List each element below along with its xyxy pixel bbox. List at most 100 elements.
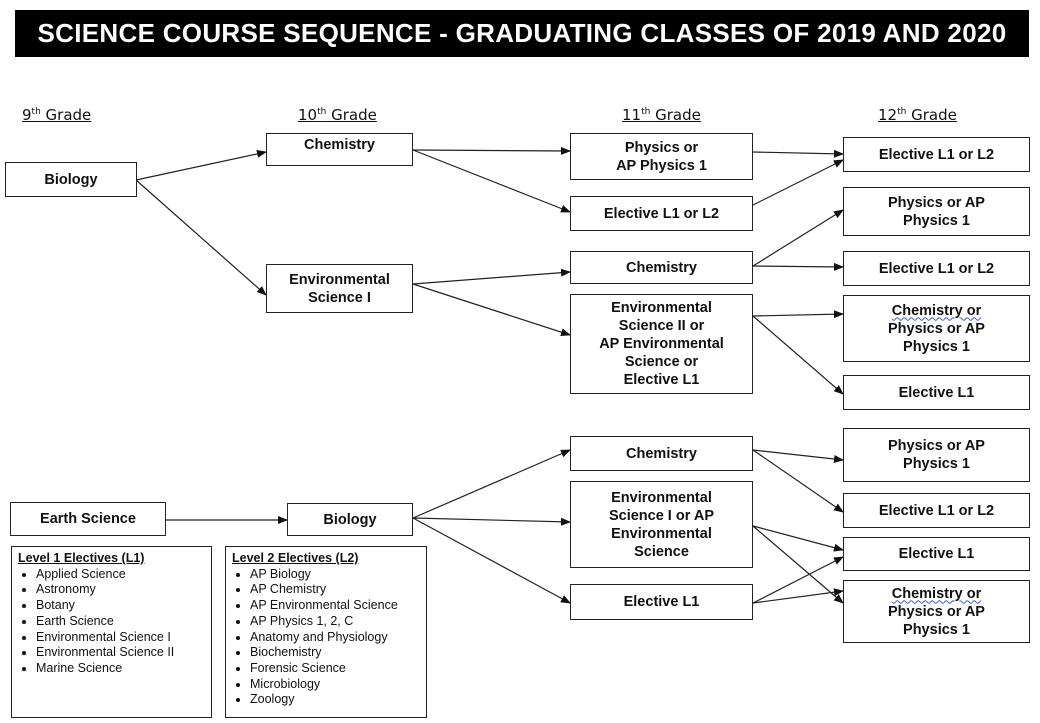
grade-11-header: 11th Grade xyxy=(622,106,701,124)
node-text: Elective L1 or L2 xyxy=(878,146,995,163)
legend-item: Applied Science xyxy=(36,567,205,583)
legend-level-1-electives: Level 1 Electives (L1) Applied Science A… xyxy=(11,546,212,718)
node-elective-l1-12b: Elective L1 xyxy=(843,537,1030,571)
node-physics-11: Physics or AP Physics 1 xyxy=(570,133,753,180)
arrow xyxy=(752,588,844,604)
legend-list: AP Biology AP Chemistry AP Environmental… xyxy=(232,567,420,708)
node-text: Physics or AP xyxy=(888,320,985,337)
node-text: Elective L1 or L2 xyxy=(878,502,995,519)
node-text: Elective L1 xyxy=(623,372,700,388)
node-text: Elective L1 xyxy=(898,546,975,562)
arrow xyxy=(752,449,844,513)
node-text: Science or xyxy=(624,354,699,370)
node-text: Environmental xyxy=(611,300,712,316)
legend-title: Level 2 Electives (L2) xyxy=(232,551,359,565)
node-text: Physics 1 xyxy=(903,456,970,472)
arrow xyxy=(752,159,844,206)
node-physics-12b: Physics or AP Physics 1 xyxy=(843,428,1030,482)
arrow xyxy=(412,283,571,337)
legend-item: AP Biology xyxy=(250,567,420,583)
node-text: Science I or AP xyxy=(608,507,715,524)
node-elective-l1-11: Elective L1 xyxy=(570,584,753,620)
arrow xyxy=(412,146,571,155)
legend-item: Biochemistry xyxy=(250,645,420,661)
node-text: Chemistry xyxy=(304,137,375,153)
node-text: Physics 1 xyxy=(903,212,970,229)
node-text: Earth Science xyxy=(40,511,136,527)
arrow xyxy=(412,517,571,604)
grade-9-header: 9th Grade xyxy=(22,106,92,124)
node-elective-l1-12a: Elective L1 xyxy=(843,375,1030,410)
arrow xyxy=(752,310,844,319)
node-text: Environmental xyxy=(289,271,390,288)
node-text: Physics 1 xyxy=(903,621,970,638)
legend-item: Environmental Science II xyxy=(36,645,205,661)
arrow xyxy=(752,209,844,267)
legend-item: Botany xyxy=(36,598,205,614)
node-text: Physics 1 xyxy=(903,338,970,355)
node-text: Chemistry or xyxy=(891,585,982,602)
arrow xyxy=(412,517,571,526)
legend-title: Level 1 Electives (L1) xyxy=(18,551,145,565)
arrow xyxy=(412,268,571,285)
arrow xyxy=(752,149,844,158)
node-text: Chemistry xyxy=(626,259,697,276)
node-text: AP Physics 1 xyxy=(616,157,707,174)
legend-level-2-electives: Level 2 Electives (L2) AP Biology AP Che… xyxy=(225,546,427,718)
node-text: Physics or AP xyxy=(888,603,985,620)
node-text: Chemistry xyxy=(626,445,697,462)
grade-12-header: 12th Grade xyxy=(878,106,957,124)
arrow xyxy=(135,149,267,181)
arrow xyxy=(752,315,844,395)
legend-item: AP Environmental Science xyxy=(250,598,420,614)
legend-list: Applied Science Astronomy Botany Earth S… xyxy=(18,567,205,677)
arrow xyxy=(412,449,571,519)
node-environmental-science-ii-11: Environmental Science II or AP Environme… xyxy=(570,294,753,394)
node-elective-l1l2-12b: Elective L1 or L2 xyxy=(843,251,1030,286)
node-elective-l1l2-12c: Elective L1 or L2 xyxy=(843,493,1030,528)
legend-item: Microbiology xyxy=(250,677,420,693)
node-text: Biology xyxy=(323,511,377,528)
node-text: Science I xyxy=(308,289,371,306)
node-chemistry-physics-12a: Chemistry or Physics or AP Physics 1 xyxy=(843,295,1030,362)
node-chemistry-11a: Chemistry xyxy=(570,251,753,284)
node-text: Physics or xyxy=(624,139,699,156)
node-text: AP Environmental xyxy=(599,336,724,352)
node-text: Chemistry or xyxy=(891,302,982,319)
legend-item: Marine Science xyxy=(36,661,205,677)
node-text: Science xyxy=(634,543,689,560)
arrow xyxy=(752,556,844,604)
arrow xyxy=(752,525,844,552)
legend-item: Forensic Science xyxy=(250,661,420,677)
node-text: Elective L1 xyxy=(623,594,700,610)
node-chemistry-10: Chemistry xyxy=(266,133,413,166)
node-environmental-science-10: Environmental Science I xyxy=(266,264,413,313)
node-text: Elective L1 xyxy=(898,384,975,401)
grade-10-header: 10th Grade xyxy=(298,106,377,124)
node-earth-science-9: Earth Science xyxy=(10,502,166,536)
node-text: Environmental xyxy=(611,489,712,506)
legend-item: Anatomy and Physiology xyxy=(250,630,420,646)
node-biology-10: Biology xyxy=(287,503,413,536)
legend-item: Zoology xyxy=(250,692,420,708)
node-environmental-science-i-ap-11: Environmental Science I or AP Environmen… xyxy=(570,481,753,568)
arrow xyxy=(752,525,844,604)
node-text: Science II or xyxy=(618,318,705,334)
node-elective-l1l2-11: Elective L1 or L2 xyxy=(570,196,753,231)
arrow xyxy=(752,449,844,463)
node-elective-l1l2-12a: Elective L1 or L2 xyxy=(843,137,1030,172)
node-physics-12a: Physics or AP Physics 1 xyxy=(843,187,1030,236)
legend-item: Environmental Science I xyxy=(36,630,205,646)
node-text: Elective L1 or L2 xyxy=(603,205,720,222)
node-text: Elective L1 or L2 xyxy=(878,260,995,277)
arrow xyxy=(135,179,267,296)
arrow xyxy=(412,149,571,213)
node-chemistry-physics-12b: Chemistry or Physics or AP Physics 1 xyxy=(843,580,1030,643)
arrow xyxy=(752,262,844,271)
node-text: Environmental xyxy=(611,525,712,542)
legend-item: AP Physics 1, 2, C xyxy=(250,614,420,630)
node-chemistry-11b: Chemistry xyxy=(570,436,753,471)
legend-item: Astronomy xyxy=(36,582,205,598)
legend-item: Earth Science xyxy=(36,614,205,630)
page-title: SCIENCE COURSE SEQUENCE - GRADUATING CLA… xyxy=(15,10,1029,57)
